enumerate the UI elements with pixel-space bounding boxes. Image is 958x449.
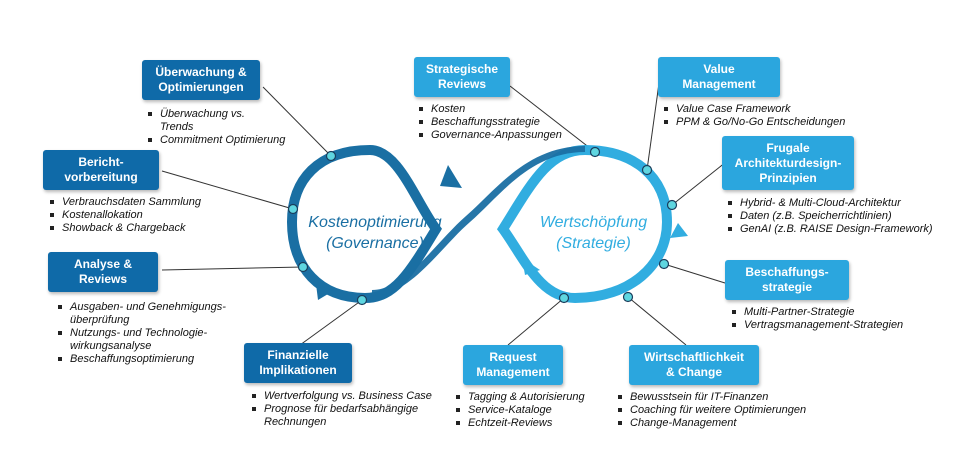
center-right-subtitle: (Strategie) — [556, 235, 631, 252]
list-ueberwachung: Überwachung vs. Trends Commitment Optimi… — [146, 108, 311, 147]
list-item: Echtzeit-Reviews — [454, 417, 619, 430]
list-item: Service-Kataloge — [454, 404, 619, 417]
box-frugale: Frugale Architekturdesign- Prinzipien — [722, 136, 854, 190]
list-item: Daten (z.B. Speicherrichtlinien) — [726, 210, 951, 223]
loop-nodes — [287, 146, 678, 306]
list-item: Vertragsmanagement-Strategien — [730, 319, 945, 332]
list-item: Value Case Framework — [662, 103, 882, 116]
node-beschaffung — [658, 258, 670, 270]
list-item: Hybrid- & Multi-Cloud-Architektur — [726, 197, 951, 210]
list-item: Beschaffungsoptimierung — [56, 353, 246, 366]
list-item: Verbrauchsdaten Sammlung — [48, 196, 248, 209]
box-strategische: Strategische Reviews — [414, 57, 510, 97]
center-left-subtitle: (Governance) — [326, 235, 424, 252]
node-analyse — [297, 261, 309, 273]
node-wirtschaft — [622, 291, 634, 303]
box-finanzielle: Finanzielle Implikationen — [244, 343, 352, 383]
box-wirtschaft-title: Wirtschaftlichkeit & Change — [644, 350, 744, 379]
list-item: Coaching für weitere Optimierungen — [616, 404, 851, 417]
list-strategische: Kosten Beschaffungsstrategie Governance-… — [417, 103, 587, 142]
list-item: Überwachung vs. Trends — [146, 108, 255, 134]
box-beschaffung: Beschaffungs- strategie — [725, 260, 849, 300]
box-ueberwachung-title: Überwachung & Optimierungen — [155, 65, 247, 94]
list-item: Commitment Optimierung — [146, 134, 311, 147]
list-item: Prognose für bedarfsabhängige Rechnungen — [250, 403, 465, 429]
list-item: Kostenallokation — [48, 209, 248, 222]
box-value: Value Management — [658, 57, 780, 97]
box-finanzielle-title: Finanzielle Implikationen — [259, 348, 337, 377]
box-analyse: Analyse & Reviews — [48, 252, 158, 292]
list-request: Tagging & Autorisierung Service-Kataloge… — [454, 391, 619, 430]
arrow-left-loop-up — [440, 165, 462, 188]
node-frugale — [666, 199, 678, 211]
box-wirtschaft: Wirtschaftlichkeit & Change — [629, 345, 759, 385]
center-right-title: Wertschöpfung — [539, 214, 648, 231]
node-value — [641, 164, 653, 176]
box-request: Request Management — [463, 345, 563, 385]
arrow-right-loop-bottom — [522, 258, 540, 275]
list-item: PPM & Go/No-Go Entscheidungen — [662, 116, 882, 129]
connector-lines — [161, 75, 727, 346]
list-beschaffung: Multi-Partner-Strategie Vertragsmanageme… — [730, 306, 945, 332]
box-analyse-title: Analyse & Reviews — [73, 257, 133, 286]
list-item: Governance-Anpassungen — [417, 129, 587, 142]
box-beschaffung-title: Beschaffungs- strategie — [745, 265, 829, 294]
box-bericht-title: Bericht- vorbereitung — [64, 155, 138, 184]
list-item: GenAI (z.B. RAISE Design-Framework) — [726, 223, 951, 236]
list-item: Bewusstsein für IT-Finanzen — [616, 391, 851, 404]
list-wirtschaft: Bewusstsein für IT-Finanzen Coaching für… — [616, 391, 851, 430]
box-bericht: Bericht- vorbereitung — [43, 150, 159, 190]
right-loop — [496, 144, 673, 304]
list-analyse: Ausgaben- und Genehmigungs-überprüfung N… — [56, 301, 246, 366]
node-request — [558, 292, 570, 304]
list-item: Multi-Partner-Strategie — [730, 306, 945, 319]
node-ueberwachung — [325, 150, 337, 162]
box-strategische-title: Strategische Reviews — [425, 62, 499, 91]
box-value-title: Value Management — [682, 62, 756, 91]
list-item: Change-Management — [616, 417, 851, 430]
node-bericht — [287, 203, 299, 215]
list-item: Nutzungs- und Technologie-wirkungsanalys… — [56, 327, 246, 353]
list-value: Value Case Framework PPM & Go/No-Go Ents… — [662, 103, 882, 129]
arrow-right-loop-down — [670, 223, 688, 238]
center-right-label: Wertschöpfung (Strategie) — [526, 212, 661, 254]
list-bericht: Verbrauchsdaten Sammlung Kostenallokatio… — [48, 196, 248, 235]
list-item: Ausgaben- und Genehmigungs-überprüfung — [56, 301, 246, 327]
node-finanzielle — [356, 294, 368, 306]
arrow-left-loop-down — [316, 284, 333, 300]
box-ueberwachung: Überwachung & Optimierungen — [142, 60, 260, 100]
list-item: Beschaffungsstrategie — [417, 116, 587, 129]
list-frugale: Hybrid- & Multi-Cloud-Architektur Daten … — [726, 197, 951, 236]
center-left-title: Kostenoptimierung — [308, 214, 442, 231]
list-item: Wertverfolgung vs. Business Case — [250, 390, 465, 403]
node-strategische — [589, 146, 601, 158]
list-item: Kosten — [417, 103, 587, 116]
box-request-title: Request Management — [476, 350, 550, 379]
crossing-ribbon — [372, 146, 585, 296]
list-item: Tagging & Autorisierung — [454, 391, 619, 404]
list-finanzielle: Wertverfolgung vs. Business Case Prognos… — [250, 390, 465, 429]
box-frugale-title: Frugale Architekturdesign- Prinzipien — [734, 140, 842, 185]
center-left-label: Kostenoptimierung (Governance) — [305, 212, 445, 254]
list-item: Showback & Chargeback — [48, 222, 248, 235]
